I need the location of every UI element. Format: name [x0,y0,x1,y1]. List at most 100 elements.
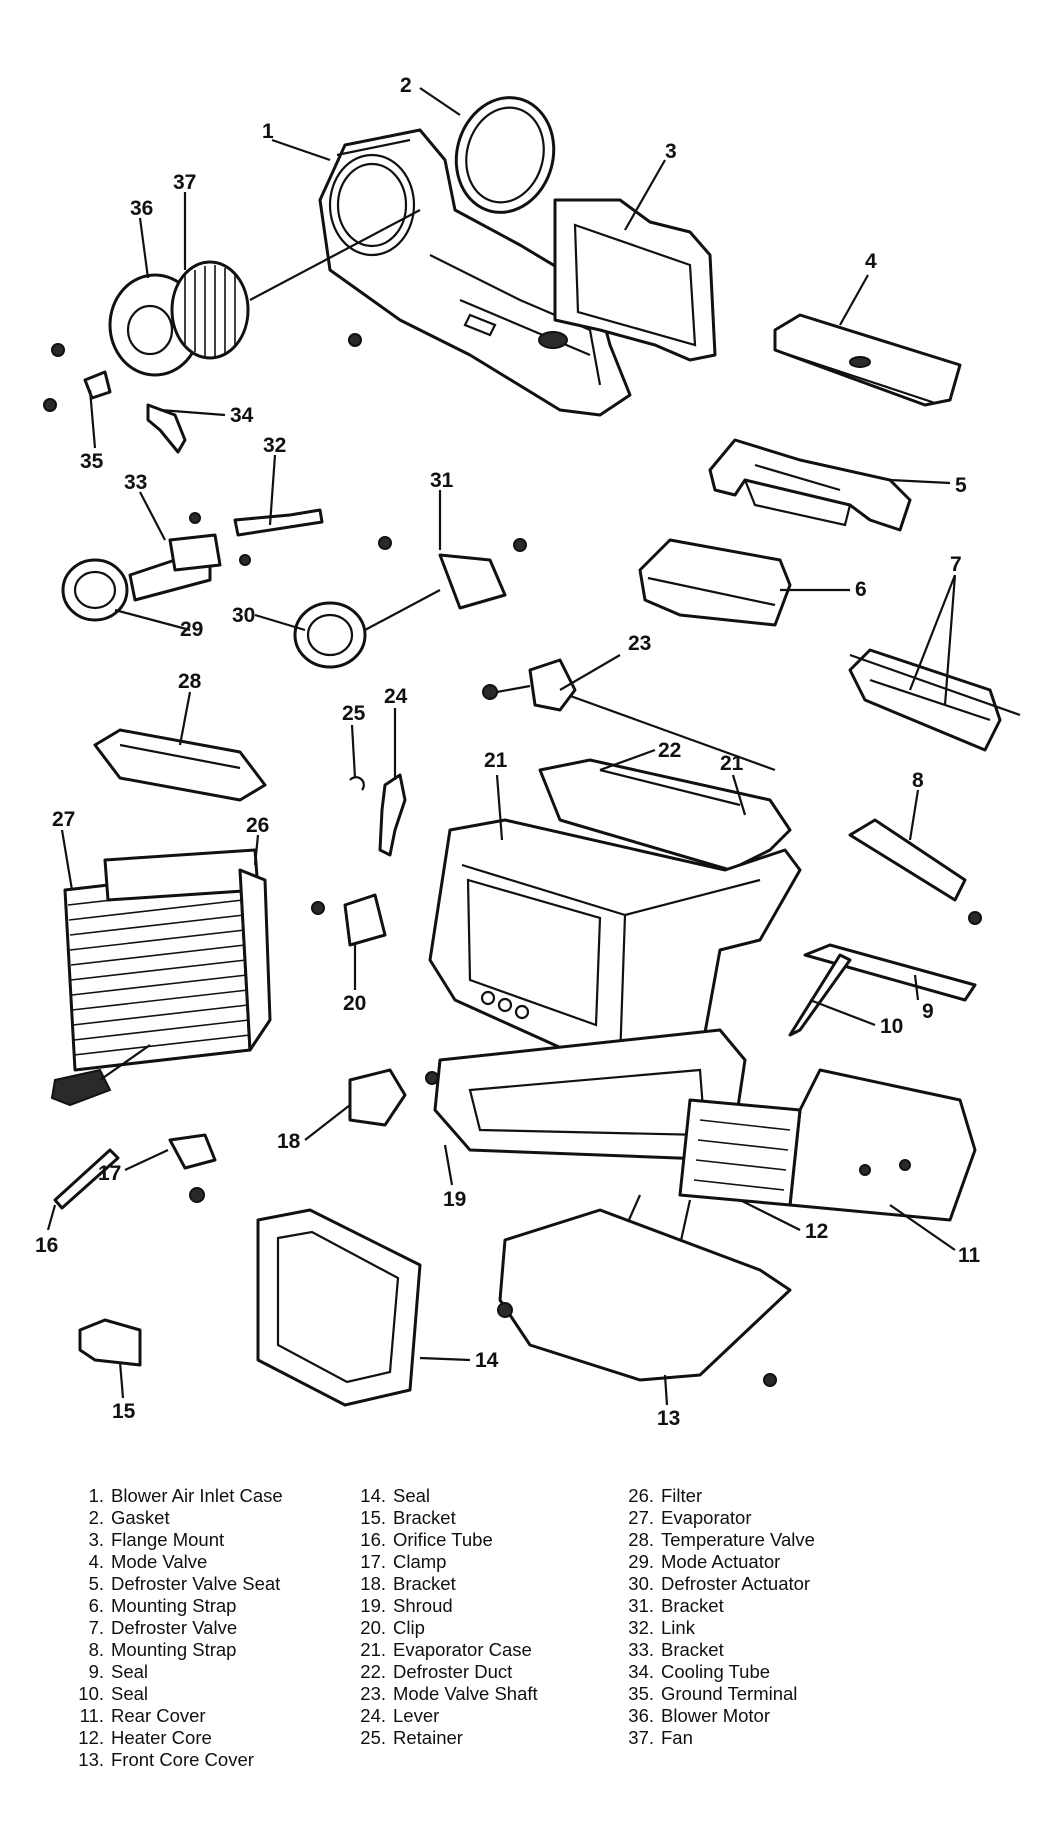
mode-valve-part [773,313,962,407]
callout-28: 28 [178,670,202,693]
legend-row: 27.Evaporator [628,1507,752,1528]
legend-row: 8.Mounting Strap [88,1639,237,1660]
callout-26: 26 [246,814,269,837]
callout-23: 23 [628,632,651,655]
callout-32: 32 [263,434,286,457]
callout-37: 37 [173,171,196,194]
callout-17: 17 [98,1162,121,1185]
temperature-valve-part [93,728,267,802]
legend-row: 23.Mode Valve Shaft [360,1683,538,1704]
callout-30: 30 [232,604,255,627]
legend-row: 11.Rear Cover [79,1705,206,1726]
legend-row: 14.Seal [360,1485,431,1506]
legend-row: 5.Defroster Valve Seat [88,1573,281,1594]
callout-7: 7 [950,553,962,576]
legend-row: 9.Seal [88,1661,149,1682]
callout-34: 34 [230,404,254,427]
legend-row: 16.Orifice Tube [360,1529,493,1550]
callout-14: 14 [475,1349,499,1372]
defroster-valve-seat-part [708,438,912,532]
orifice-tube-clamp-part [53,1133,217,1210]
callout-31: 31 [430,469,454,492]
callout-5: 5 [955,474,967,497]
callout-15: 15 [112,1400,136,1423]
seal-frame-part [256,1208,422,1407]
legend-row: 24.Lever [360,1705,440,1726]
legend-row: 2.Gasket [88,1507,170,1528]
legend-column-1: 1.Blower Air Inlet Case 2.Gasket 3.Flang… [68,1485,283,1771]
legend-row: 1.Blower Air Inlet Case [88,1485,283,1506]
callout-4: 4 [865,250,877,273]
gasket-part [454,96,556,214]
callout-2: 2 [400,74,412,97]
defroster-valve-part [848,648,1021,752]
shroud-part [348,1028,747,1162]
clip-part [311,893,387,947]
front-core-cover-part [497,1208,792,1387]
evaporator-part [50,848,272,1107]
legend-row: 32.Link [628,1617,695,1638]
callout-13: 13 [657,1407,680,1430]
legend-column-2: 14.Seal 15.Bracket 16.Orifice Tube 17.Cl… [350,1485,538,1749]
callout-16: 16 [35,1234,58,1257]
legend-row: 3.Flange Mount [88,1529,225,1550]
callout-33: 33 [124,471,147,494]
callout-1: 1 [262,120,274,143]
lever-retainer-part [349,773,407,857]
legend-column-3: 26.Filter 27.Evaporator 28.Temperature V… [618,1485,815,1749]
callout-3: 3 [665,140,677,163]
callout-18: 18 [277,1130,301,1153]
mounting-strap-part-top [638,538,792,627]
legend-row: 6.Mounting Strap [88,1595,237,1616]
mounting-strap-seal-part [788,818,982,1037]
legend-row: 17.Clamp [360,1551,447,1572]
legend-row: 13.Front Core Cover [78,1749,254,1770]
callout-36: 36 [130,197,153,220]
legend-row: 26.Filter [628,1485,703,1506]
callout-35: 35 [80,450,104,473]
legend-row: 37.Fan [628,1727,693,1748]
leader-lines [46,87,957,1406]
legend-row: 31.Bracket [628,1595,724,1616]
legend-row: 15.Bracket [360,1507,456,1528]
legend-row: 35.Ground Terminal [628,1683,798,1704]
rear-cover-part [788,1068,977,1222]
callout-8: 8 [912,769,924,792]
callout-9: 9 [922,1000,934,1023]
legend-row: 10.Seal [78,1683,149,1704]
legend-row: 30.Defroster Actuator [628,1573,811,1594]
callout-22: 22 [658,739,681,762]
callout-12: 12 [805,1220,828,1243]
legend-row: 18.Bracket [360,1573,456,1594]
callout-6: 6 [855,578,867,601]
callout-21a: 21 [484,749,508,772]
legend-row: 21.Evaporator Case [360,1639,532,1660]
blower-air-inlet-case-part [318,128,632,417]
legend-row: 28.Temperature Valve [628,1529,815,1550]
legend-row: 19.Shroud [360,1595,453,1616]
callout-24: 24 [384,685,408,708]
legend-row: 22.Defroster Duct [360,1661,513,1682]
callout-11: 11 [958,1244,981,1267]
callout-labels: 1 2 3 4 5 6 7 8 9 10 11 12 13 14 15 16 1… [35,74,981,1430]
legend-row: 4.Mode Valve [88,1551,208,1572]
bracket-15-part [78,1318,142,1367]
legend-row: 20.Clip [360,1617,425,1638]
legend-row: 36.Blower Motor [628,1705,770,1726]
blower-motor-fan-part [43,209,421,454]
callout-19: 19 [443,1188,466,1211]
mode-valve-shaft-part [482,658,776,772]
mode-actuator-part [61,558,212,622]
legend-row: 33.Bracket [628,1639,724,1660]
callout-10: 10 [880,1015,903,1038]
defroster-actuator-part [293,536,527,669]
flange-mount-part [553,198,717,362]
legend-row: 7.Defroster Valve [88,1617,238,1638]
callout-20: 20 [343,992,366,1015]
callout-25: 25 [342,702,366,725]
callout-21b: 21 [720,752,744,775]
evaporator-case-part [428,758,802,1072]
legend-row: 34.Cooling Tube [628,1661,771,1682]
link-bracket-part [168,508,324,572]
